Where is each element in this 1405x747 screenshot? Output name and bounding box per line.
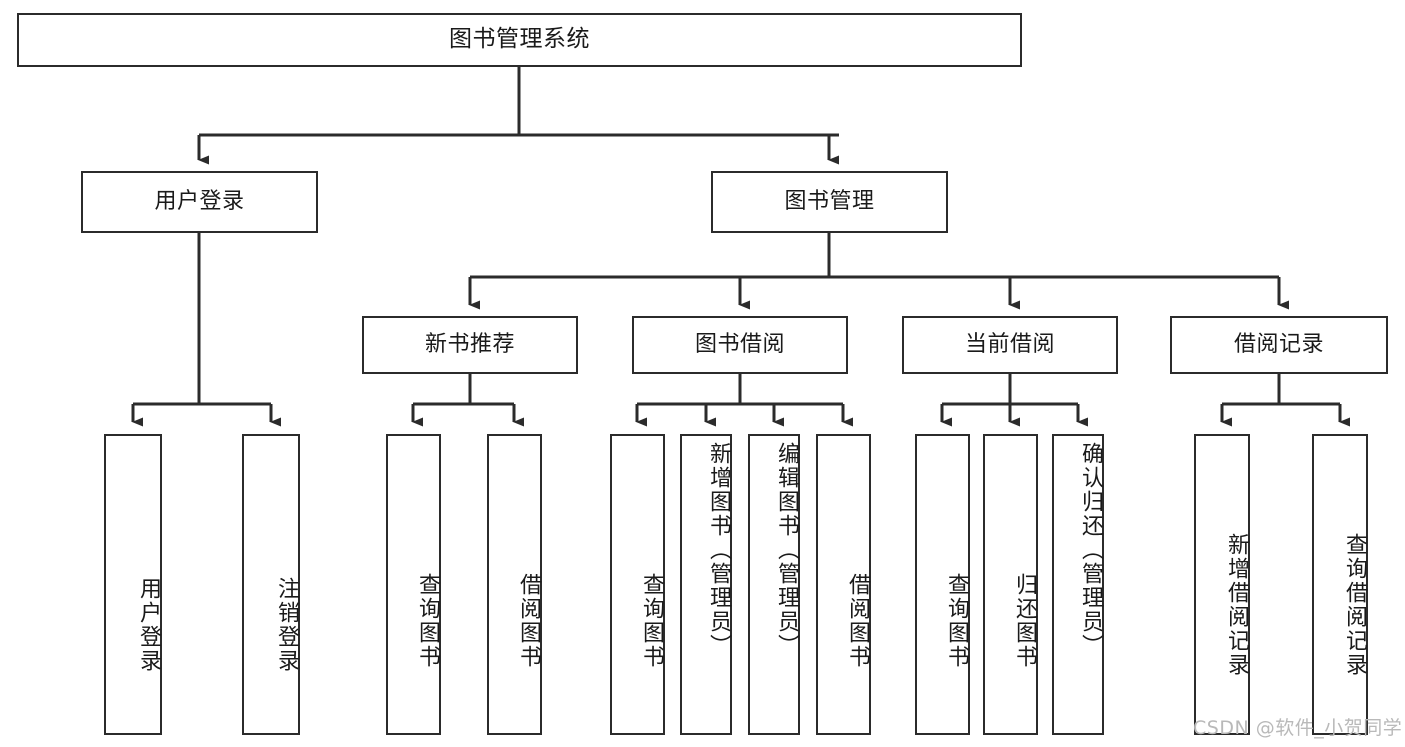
leaf-add-borrow-record[interactable]: 新增借阅记录 (1194, 434, 1250, 735)
csdn-watermark: CSDN @软件_小贺同学 (1193, 717, 1403, 739)
leaf-return-book[interactable]: 归还图书 (983, 434, 1038, 735)
leaf-borrow-book-borrow[interactable]: 借阅图书 (816, 434, 871, 735)
leaf-query-book-recommend[interactable]: 查询图书 (386, 434, 441, 735)
node-root-system[interactable]: 图书管理系统 (17, 13, 1022, 67)
leaf-query-book-borrow[interactable]: 查询图书 (610, 434, 665, 735)
leaf-logout[interactable]: 注销登录 (242, 434, 300, 735)
leaf-borrow-book-recommend[interactable]: 借阅图书 (487, 434, 542, 735)
leaf-add-book-admin[interactable]: 新增图书（管理员） (680, 434, 732, 735)
leaf-query-borrow-record[interactable]: 查询借阅记录 (1312, 434, 1368, 735)
node-borrow-record[interactable]: 借阅记录 (1170, 316, 1388, 374)
leaf-confirm-return-admin[interactable]: 确认归还（管理员） (1052, 434, 1104, 735)
leaf-edit-book-admin[interactable]: 编辑图书（管理员） (748, 434, 800, 735)
node-new-book-recommend[interactable]: 新书推荐 (362, 316, 578, 374)
leaf-query-book-current[interactable]: 查询图书 (915, 434, 970, 735)
node-book-borrow[interactable]: 图书借阅 (632, 316, 848, 374)
node-user-login[interactable]: 用户登录 (81, 171, 318, 233)
node-current-borrow[interactable]: 当前借阅 (902, 316, 1118, 374)
leaf-user-login[interactable]: 用户登录 (104, 434, 162, 735)
node-book-management[interactable]: 图书管理 (711, 171, 948, 233)
